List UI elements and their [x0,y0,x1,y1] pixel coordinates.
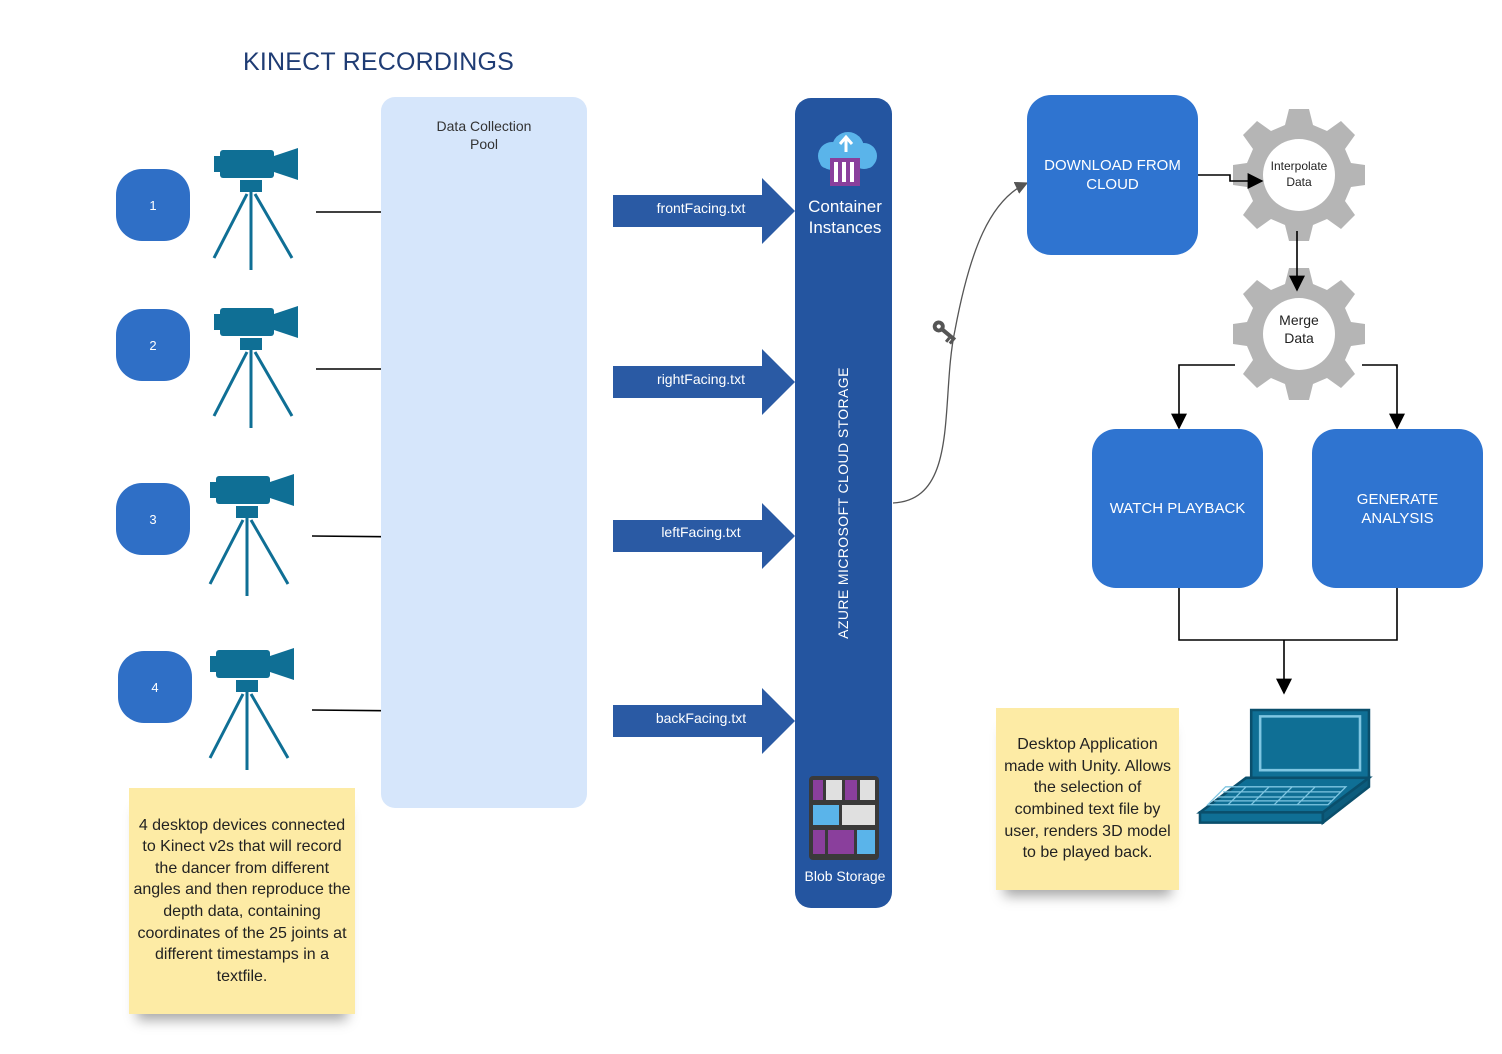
download-to-interpolate-connector [1198,173,1264,189]
interpolate-data-label: Interpolate Data [1270,159,1328,189]
file-arrow [613,688,795,754]
merge-to-watch-connector [1171,364,1235,430]
kinect-camera-icon [208,646,296,772]
file-label-back: backFacing.txt [655,710,747,726]
desktop-app-note-text: Desktop Application made with Unity. All… [1004,736,1171,862]
pool-label-text: Data Collection Pool [436,118,532,152]
device-node-1: 1 [116,169,190,241]
file-arrow [613,349,795,415]
download-label: DOWNLOAD FROM CLOUD [1044,157,1181,193]
blob-storage-label: Blob Storage [804,868,886,884]
watch-playback-label: WATCH PLAYBACK [1109,500,1246,517]
file-label-front: frontFacing.txt [656,200,746,216]
device-node-4: 4 [118,651,192,723]
kinect-camera-icon [212,304,300,430]
key-icon [932,320,957,345]
kinect-camera-icon [212,146,300,272]
devices-note: 4 desktop devices connected to Kinect v2… [129,788,355,1014]
container-cloud-icon [818,132,877,186]
device-node-2: 2 [116,309,190,381]
blob-storage-icon [809,776,879,860]
azure-cloud-storage-label: AZURE MICROSOFT CLOUD STORAGE [835,367,851,639]
kinect-camera-icon [208,472,296,598]
outputs-join-connector [1178,588,1398,641]
devices-note-text: 4 desktop devices connected to Kinect v2… [133,816,351,985]
file-arrow [613,178,795,244]
desktop-app-note: Desktop Application made with Unity. All… [996,708,1179,890]
file-label-right: rightFacing.txt [657,371,745,387]
container-instances-label: Container Instances [808,197,882,237]
generate-analysis-label: GENERATE ANALYSIS [1356,490,1439,527]
azure-cloud-storage-bar [795,98,892,908]
download-from-cloud-box: DOWNLOAD FROM CLOUD [1027,95,1198,255]
pool-label: Data Collection Pool [381,117,587,153]
merge-to-analysis-connector [1362,364,1405,430]
cloud-to-download-connector [892,181,1029,504]
watch-playback-box: WATCH PLAYBACK [1092,429,1263,588]
file-arrow [613,503,795,569]
merge-data-label: Merge Data [1279,312,1319,346]
device-node-3: 3 [116,483,190,555]
data-collection-pool [381,97,587,808]
laptop-icon [1198,708,1371,824]
diagram-title: KINECT RECORDINGS [243,48,515,76]
file-label-left: leftFacing.txt [661,524,741,540]
generate-analysis-box: GENERATE ANALYSIS [1312,429,1483,588]
